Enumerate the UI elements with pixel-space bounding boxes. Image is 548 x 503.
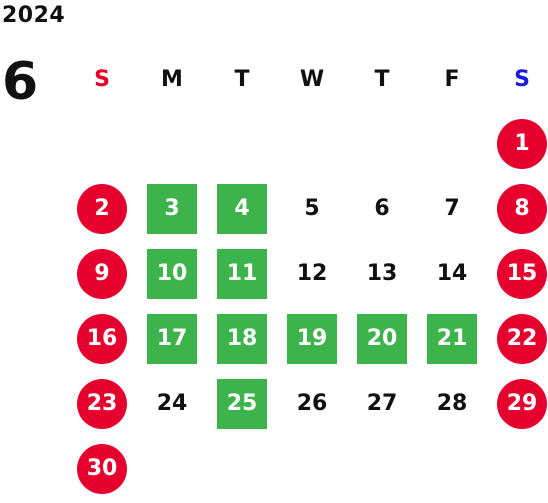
day-cell: 12 xyxy=(277,241,347,306)
day-cell: 23 xyxy=(67,371,137,436)
year-label: 2024 xyxy=(2,3,66,28)
day-number[interactable]: 4 xyxy=(217,183,267,234)
empty-cell xyxy=(417,436,487,501)
day-cell: 29 xyxy=(487,371,548,436)
day-number[interactable]: 27 xyxy=(366,391,398,416)
day-cell: 18 xyxy=(207,306,277,371)
day-number[interactable]: 14 xyxy=(436,261,468,286)
day-cell: 4 xyxy=(207,176,277,241)
day-number[interactable]: 29 xyxy=(497,378,547,429)
empty-cell xyxy=(347,111,417,176)
day-cell: 6 xyxy=(347,176,417,241)
day-number[interactable]: 15 xyxy=(497,248,547,299)
day-number[interactable]: 30 xyxy=(77,443,127,494)
day-cell: 13 xyxy=(347,241,417,306)
day-number[interactable]: 24 xyxy=(156,391,188,416)
weekday-header-mon: M xyxy=(161,67,183,92)
weekday-header-sat: S xyxy=(514,67,530,92)
day-cell: 2 xyxy=(67,176,137,241)
day-cell: 20 xyxy=(347,306,417,371)
day-number[interactable]: 17 xyxy=(147,313,197,364)
day-number[interactable]: 25 xyxy=(217,378,267,429)
empty-cell xyxy=(137,111,207,176)
day-number[interactable]: 22 xyxy=(497,313,547,364)
day-cell: 16 xyxy=(67,306,137,371)
day-cell: 15 xyxy=(487,241,548,306)
day-number[interactable]: 8 xyxy=(497,183,547,234)
empty-cell xyxy=(277,111,347,176)
day-number[interactable]: 16 xyxy=(77,313,127,364)
day-number[interactable]: 3 xyxy=(147,183,197,234)
empty-cell xyxy=(487,436,548,501)
day-cell: 30 xyxy=(67,436,137,501)
day-cell: 26 xyxy=(277,371,347,436)
day-cell: 27 xyxy=(347,371,417,436)
empty-cell xyxy=(207,111,277,176)
day-cell: 28 xyxy=(417,371,487,436)
day-cell: 11 xyxy=(207,241,277,306)
day-cell: 22 xyxy=(487,306,548,371)
day-number[interactable]: 2 xyxy=(77,183,127,234)
empty-cell xyxy=(347,436,417,501)
day-cell: 3 xyxy=(137,176,207,241)
day-number[interactable]: 21 xyxy=(427,313,477,364)
day-cell: 5 xyxy=(277,176,347,241)
day-number[interactable]: 6 xyxy=(374,196,390,221)
month-number: 6 xyxy=(2,52,39,112)
empty-cell xyxy=(277,436,347,501)
day-cell: 17 xyxy=(137,306,207,371)
day-number[interactable]: 9 xyxy=(77,248,127,299)
day-cell: 14 xyxy=(417,241,487,306)
day-number[interactable]: 20 xyxy=(357,313,407,364)
weekday-header-thu: T xyxy=(374,67,390,92)
day-cell: 25 xyxy=(207,371,277,436)
weekday-header-sun: S xyxy=(94,67,110,92)
day-cell: 9 xyxy=(67,241,137,306)
empty-cell xyxy=(67,111,137,176)
day-cell: 10 xyxy=(137,241,207,306)
day-number[interactable]: 23 xyxy=(77,378,127,429)
day-number[interactable]: 7 xyxy=(444,196,460,221)
day-cell: 24 xyxy=(137,371,207,436)
weekday-header-tue: T xyxy=(234,67,250,92)
day-cell: 19 xyxy=(277,306,347,371)
day-number[interactable]: 28 xyxy=(436,391,468,416)
day-cell: 1 xyxy=(487,111,548,176)
day-number[interactable]: 12 xyxy=(296,261,328,286)
day-cell: 21 xyxy=(417,306,487,371)
empty-cell xyxy=(417,111,487,176)
day-number[interactable]: 5 xyxy=(304,196,320,221)
day-number[interactable]: 18 xyxy=(217,313,267,364)
empty-cell xyxy=(207,436,277,501)
day-number[interactable]: 10 xyxy=(147,248,197,299)
day-cell: 8 xyxy=(487,176,548,241)
weekday-header-wed: W xyxy=(299,67,325,92)
day-number[interactable]: 11 xyxy=(217,248,267,299)
day-number[interactable]: 1 xyxy=(497,118,547,169)
day-number[interactable]: 13 xyxy=(366,261,398,286)
day-cell: 7 xyxy=(417,176,487,241)
day-number[interactable]: 26 xyxy=(296,391,328,416)
empty-cell xyxy=(137,436,207,501)
weekday-header-fri: F xyxy=(444,67,460,92)
day-number[interactable]: 19 xyxy=(287,313,337,364)
